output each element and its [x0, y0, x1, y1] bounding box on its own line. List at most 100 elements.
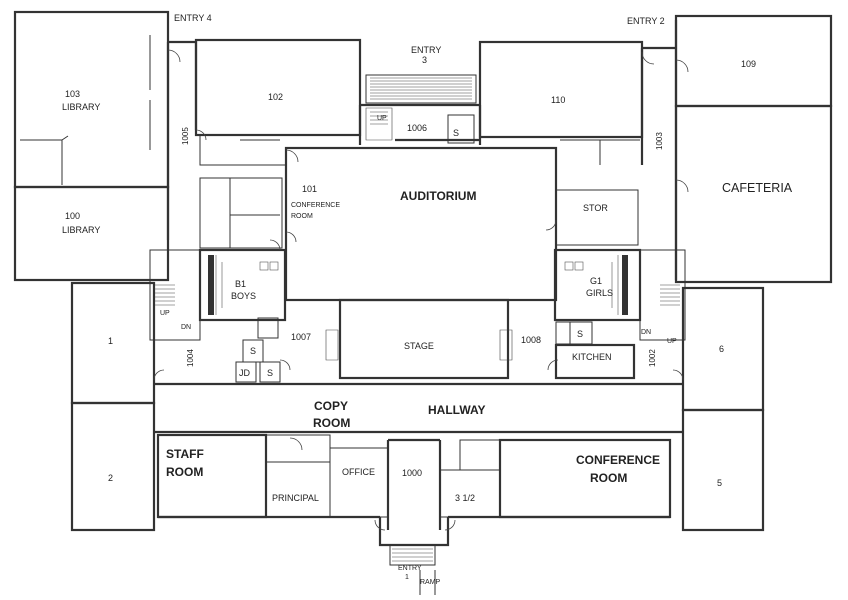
- library-inner-room: [20, 135, 69, 185]
- ramp-path: [419, 570, 436, 595]
- boys-restroom-number: B1: [235, 279, 246, 289]
- corridor-1006-label: 1006: [407, 123, 427, 133]
- girls-sink-1: [564, 261, 574, 271]
- left-service-s2: [259, 361, 281, 383]
- lobby-1006-storage: [447, 114, 475, 144]
- hallway-label: HALLWAY: [428, 403, 486, 417]
- corridor-1008-label: 1008: [521, 335, 541, 345]
- girls-restroom-number: G1: [590, 276, 602, 286]
- room-2-walls: [70, 401, 156, 532]
- right-elevator: [555, 321, 571, 345]
- room-5-walls: [681, 408, 765, 532]
- storage-s-lobby: S: [453, 128, 459, 138]
- room-103-number: 103: [65, 89, 80, 99]
- room-110-label: 110: [551, 95, 565, 105]
- stage-walls: [338, 298, 510, 380]
- copy-room-label-line2: ROOM: [313, 416, 350, 430]
- ramp-label: RAMP: [420, 579, 441, 586]
- room-3half-label: 3 1/2: [455, 493, 475, 503]
- boys-restroom-name: BOYS: [231, 291, 256, 301]
- girls-restroom-name: GIRLS: [586, 288, 613, 298]
- storage-s-right: S: [577, 329, 583, 339]
- room-5-label: 5: [717, 478, 722, 488]
- stage-steps: [325, 329, 513, 361]
- entry1-stair-block: [389, 544, 436, 566]
- stor-walls: [555, 189, 639, 246]
- copy-room-walls: [265, 434, 331, 463]
- boys-restroom-partition: [208, 255, 214, 315]
- walls: [13, 10, 833, 595]
- lobby-1000-label: 1000: [402, 468, 422, 478]
- room-2-label: 2: [108, 473, 113, 483]
- storage-s-left-2: S: [267, 368, 273, 378]
- principal-label: PRINCIPAL: [272, 493, 319, 503]
- entry-4-label: ENTRY 4: [174, 13, 212, 23]
- lobby-1006-stairs: [365, 107, 393, 141]
- office-walls: [329, 447, 389, 518]
- entry-2-label: ENTRY 2: [627, 16, 665, 26]
- entry3-stair-treads: [370, 77, 472, 100]
- entry-1-label-line2: 1: [405, 574, 409, 581]
- right-stairwell: [639, 249, 686, 341]
- lobby-1000-walls: [386, 438, 442, 530]
- door-swings: [153, 49, 689, 531]
- copy-room-label-line1: COPY: [314, 399, 348, 413]
- stair-dn-left: DN: [181, 324, 191, 331]
- kitchen-label: KITCHEN: [572, 352, 612, 362]
- lobby-1006-walls: [358, 103, 482, 145]
- girls-restroom-partition: [622, 255, 628, 315]
- kitchen-walls: [554, 343, 636, 380]
- room-102-label: 102: [268, 92, 283, 102]
- room-6-label: 6: [719, 344, 724, 354]
- left-elevator: [257, 317, 279, 339]
- conference-room-walls: [498, 438, 672, 519]
- labels: ENTRY 4 ENTRY 2 ENTRY 3 ENTRY 1 RAMP 103…: [62, 13, 793, 586]
- principal-walls: [265, 461, 331, 518]
- boys-sink-1: [259, 261, 269, 271]
- corridor-1002-label: 1002: [648, 349, 657, 367]
- right-stair-treads: [660, 284, 680, 306]
- entry1-vestibule: [378, 517, 450, 547]
- conference-room-label-line1: CONFERENCE: [576, 453, 660, 467]
- boys-sink-2: [269, 261, 279, 271]
- girls-restroom-stalls: [611, 255, 619, 315]
- room-100-number: 100: [65, 211, 80, 221]
- left-service-jd: [235, 361, 257, 383]
- room-110-lower: [560, 139, 640, 165]
- room-102-walls: [194, 38, 362, 137]
- corridor-1004-label: 1004: [186, 349, 195, 367]
- staff-room-label-line2: ROOM: [166, 465, 203, 479]
- office-label: OFFICE: [342, 467, 375, 477]
- entry1-stair-treads: [392, 548, 433, 562]
- entry-1-label-line1: ENTRY: [398, 565, 422, 572]
- room-102-lower: [199, 135, 285, 166]
- room-109-label: 109: [741, 59, 756, 69]
- room-1-label: 1: [108, 336, 113, 346]
- stair-dn-right: DN: [641, 329, 651, 336]
- restroom-bottom: [459, 439, 501, 471]
- room-101-number: 101: [302, 184, 317, 194]
- stage-label: STAGE: [404, 341, 434, 351]
- girls-sink-2: [574, 261, 584, 271]
- room-101-inner: [229, 178, 280, 248]
- room-110-walls: [478, 40, 644, 139]
- left-stairwell: [149, 249, 201, 341]
- janitor-label: JD: [239, 368, 251, 378]
- room-101-name-line2: ROOM: [291, 213, 313, 220]
- staff-room-label-line1: STAFF: [166, 447, 204, 461]
- conference-room-label-line2: ROOM: [590, 471, 627, 485]
- boys-restroom-stalls: [215, 255, 223, 315]
- storage-s-left-1: S: [250, 346, 256, 356]
- corridor-1005-label: 1005: [181, 127, 190, 145]
- entry-3-label-line2: 3: [422, 55, 427, 65]
- room-101-walls: [199, 177, 283, 249]
- stair-up-left: UP: [160, 310, 170, 317]
- room-101-name-line1: CONFERENCE: [291, 202, 340, 209]
- entry-3-label-line1: ENTRY: [411, 45, 441, 55]
- corridor-1003-label: 1003: [655, 132, 664, 150]
- stor-label: STOR: [583, 203, 608, 213]
- hallway-walls: [154, 382, 683, 434]
- cafeteria-label: CAFETERIA: [722, 181, 793, 195]
- entry3-stair-block: [365, 74, 477, 104]
